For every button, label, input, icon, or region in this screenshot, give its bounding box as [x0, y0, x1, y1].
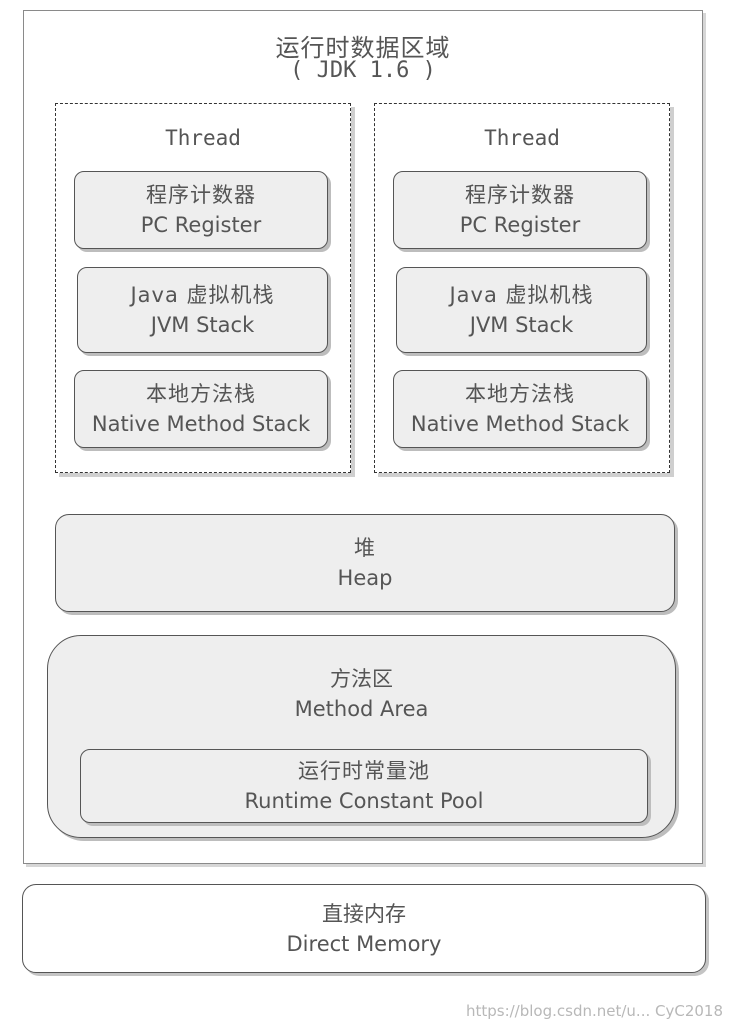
jvm-stack-en: JVM Stack: [469, 313, 574, 337]
pc-register-2: 程序计数器 PC Register: [393, 171, 647, 249]
native-stack-en: Native Method Stack: [91, 412, 311, 436]
jvm-stack-en: JVM Stack: [150, 313, 255, 337]
heap: 堆 Heap: [55, 514, 675, 612]
constant-pool-en: Runtime Constant Pool: [244, 789, 484, 813]
pc-register-en: PC Register: [140, 213, 262, 237]
native-method-stack-2: 本地方法栈 Native Method Stack: [393, 370, 647, 448]
native-stack-cn: 本地方法栈: [465, 382, 575, 406]
pc-register-cn: 程序计数器: [465, 183, 575, 207]
method-area-cn: 方法区: [330, 667, 393, 691]
direct-memory: 直接内存 Direct Memory: [22, 884, 706, 973]
native-stack-en: Native Method Stack: [410, 412, 630, 436]
heap-en: Heap: [337, 566, 393, 590]
pc-register-cn: 程序计数器: [146, 183, 256, 207]
pc-register-1: 程序计数器 PC Register: [74, 171, 328, 249]
runtime-constant-pool: 运行时常量池 Runtime Constant Pool: [80, 749, 648, 823]
diagram-subtitle: ( JDK 1.6 ): [290, 58, 436, 83]
watermark: https://blog.csdn.net/u... CyC2018: [465, 1002, 723, 1020]
native-stack-cn: 本地方法栈: [146, 382, 256, 406]
thread-label: Thread: [484, 126, 560, 150]
constant-pool-cn: 运行时常量池: [298, 759, 430, 783]
jvm-stack-cn: Java 虚拟机栈: [449, 283, 594, 307]
diagram-title: 运行时数据区域: [275, 34, 451, 62]
jvm-stack-1: Java 虚拟机栈 JVM Stack: [77, 267, 328, 353]
method-area-en: Method Area: [294, 697, 429, 721]
direct-memory-cn: 直接内存: [322, 901, 406, 926]
thread-label: Thread: [165, 126, 241, 150]
jvm-stack-2: Java 虚拟机栈 JVM Stack: [396, 267, 647, 353]
heap-cn: 堆: [354, 536, 376, 560]
jvm-stack-cn: Java 虚拟机栈: [130, 283, 275, 307]
direct-memory-en: Direct Memory: [286, 931, 442, 956]
pc-register-en: PC Register: [459, 213, 581, 237]
native-method-stack-1: 本地方法栈 Native Method Stack: [74, 370, 328, 448]
